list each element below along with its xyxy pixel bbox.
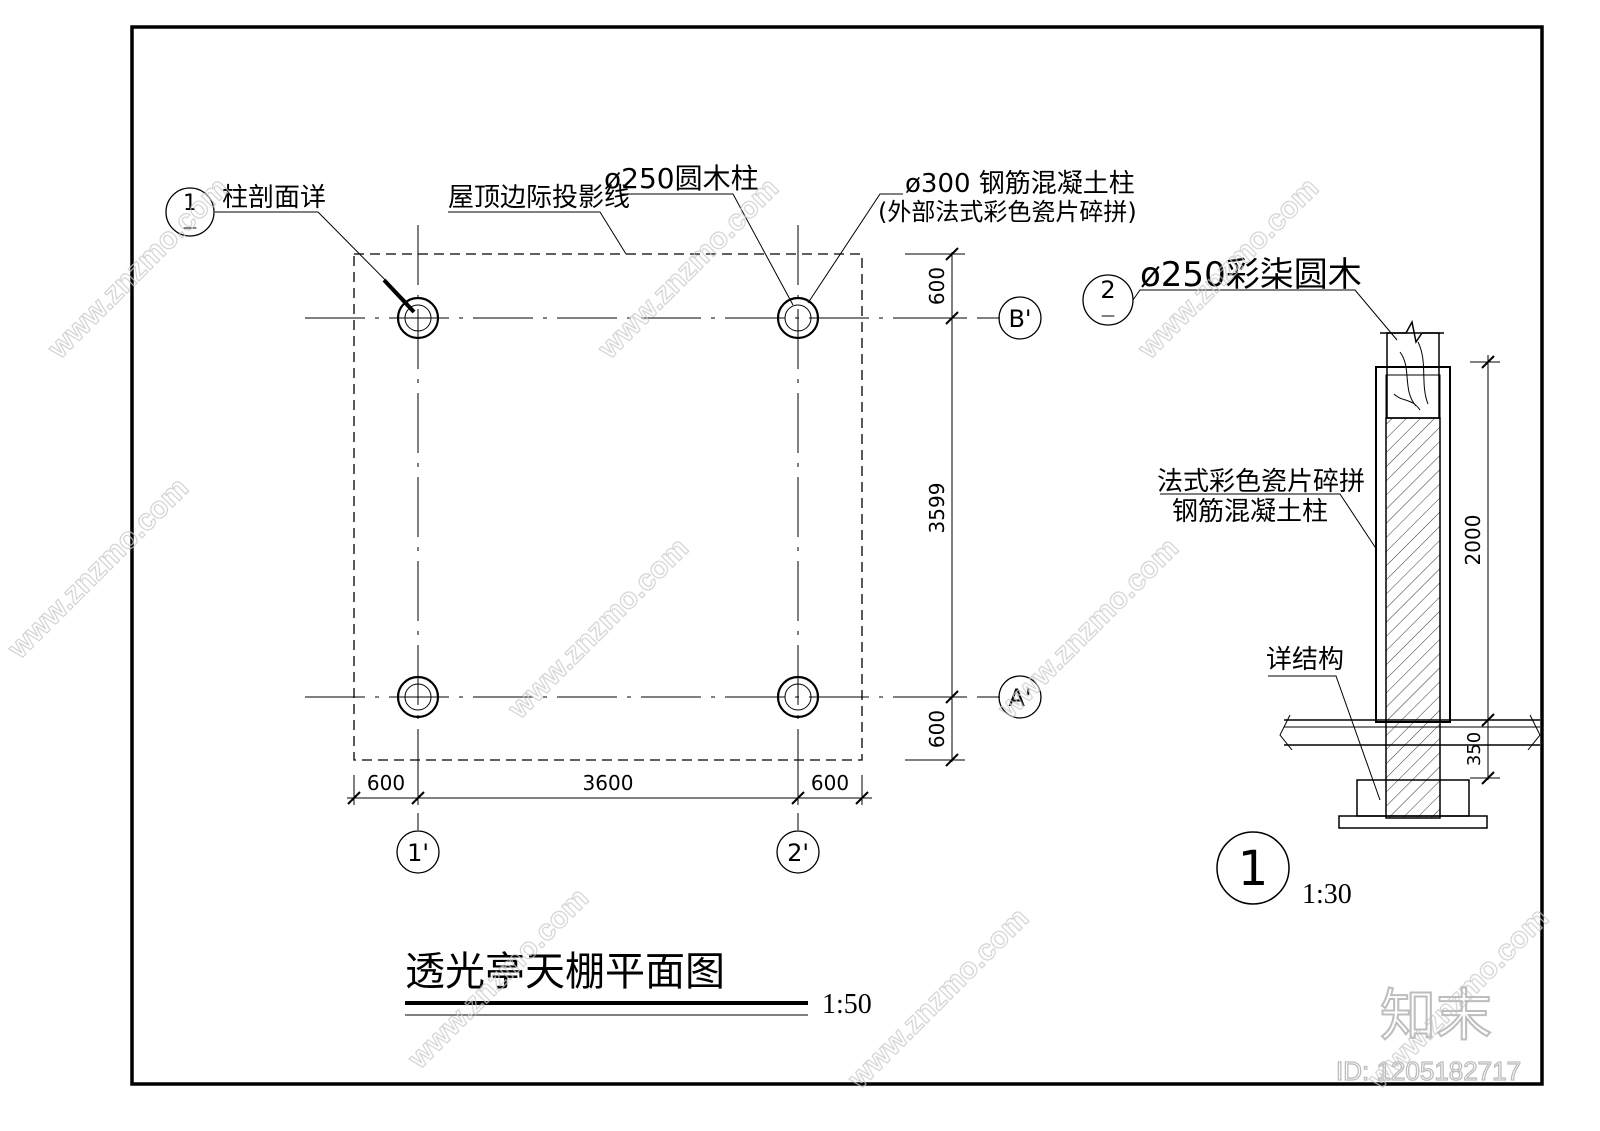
detail-scale: 1:30 xyxy=(1302,879,1352,910)
axis-label-a: A' xyxy=(1008,684,1031,712)
break-symbol xyxy=(1380,319,1444,344)
leader-wood-column xyxy=(620,193,794,306)
detail-finish-label: 法式彩色瓷片碎拼 xyxy=(1157,467,1365,497)
detail-bubble-sub: — xyxy=(1101,308,1115,324)
section-bubble xyxy=(165,187,215,237)
detail-dim-base: 350 xyxy=(1464,732,1485,766)
plan-title: 透光亭天棚平面图 xyxy=(405,949,725,995)
section-bubble-number: 1 xyxy=(183,191,197,216)
axis-bubble-b xyxy=(998,296,1042,340)
drawing-frame xyxy=(130,25,1544,1086)
axis-label-1: 1' xyxy=(407,839,429,867)
detail-dim-height: 2000 xyxy=(1461,515,1485,566)
roof-edge-projection xyxy=(353,253,863,761)
callout-section-ref: 柱剖面详 xyxy=(222,183,326,213)
detail-column-label: 钢筋混凝土柱 xyxy=(1172,497,1328,527)
detail-bubble-number: 2 xyxy=(1100,276,1115,304)
axis-bubble-2 xyxy=(776,830,820,874)
axis-bubble-1 xyxy=(396,830,440,874)
leader-roof-edge xyxy=(448,211,627,255)
blinding-layer xyxy=(1338,815,1488,829)
watermark-logo: 知末 xyxy=(1380,984,1492,1049)
watermark-layer: www.znzmo.com www.znzmo.com www.znzmo.co… xyxy=(0,171,1555,1096)
leader-detail-title xyxy=(1132,289,1398,341)
leader-section-ref xyxy=(215,211,409,304)
dim-bottom-left: 600 xyxy=(367,771,405,795)
dim-right-mid: 3599 xyxy=(925,483,949,534)
watermark-id: ID: 1205182717 xyxy=(1336,1056,1521,1086)
column-detail xyxy=(1082,274,1541,905)
watermark-4: www.znzmo.com xyxy=(1,472,195,666)
section-bubble-sub: — xyxy=(183,220,197,236)
column-a1 xyxy=(396,675,440,719)
callout-wood-column: ø250圆木柱 xyxy=(604,162,759,195)
dim-bottom-mid: 3600 xyxy=(583,771,634,795)
concrete-column-core xyxy=(1385,417,1441,819)
callout-rc-column-line2: (外部法式彩色瓷片碎拼) xyxy=(878,198,1137,226)
watermark-6: www.znzmo.com xyxy=(991,532,1185,726)
callout-rc-column-line1: ø300 钢筋混凝土柱 xyxy=(905,169,1135,199)
column-b2 xyxy=(776,296,820,340)
callout-roof-edge: 屋顶边际投影线 xyxy=(448,183,630,213)
leader-rc-column xyxy=(807,193,903,304)
wood-grain xyxy=(1393,341,1429,411)
watermark-1: www.znzmo.com xyxy=(41,172,235,366)
axis-label-b: B' xyxy=(1008,305,1031,333)
detail-title-label: ø250彩柒圆木 xyxy=(1140,255,1362,295)
detail-ref-number: 1 xyxy=(1238,841,1269,897)
dim-right-bottom: 600 xyxy=(925,710,949,748)
plan-scale: 1:50 xyxy=(822,989,872,1020)
section-cut-mark xyxy=(382,278,416,314)
column-a2 xyxy=(776,675,820,719)
column-b1 xyxy=(396,296,440,340)
axis-label-2: 2' xyxy=(787,839,809,867)
axis-bubble-a xyxy=(998,675,1042,719)
dim-bottom-right: 600 xyxy=(811,771,849,795)
detail-ref-bubble xyxy=(1216,831,1290,905)
plan-view xyxy=(165,187,1042,1016)
detail-structure-label: 详结构 xyxy=(1266,645,1344,675)
leader-structure xyxy=(1268,675,1381,801)
dim-right-top: 600 xyxy=(925,267,949,305)
leader-finish xyxy=(1160,493,1378,551)
